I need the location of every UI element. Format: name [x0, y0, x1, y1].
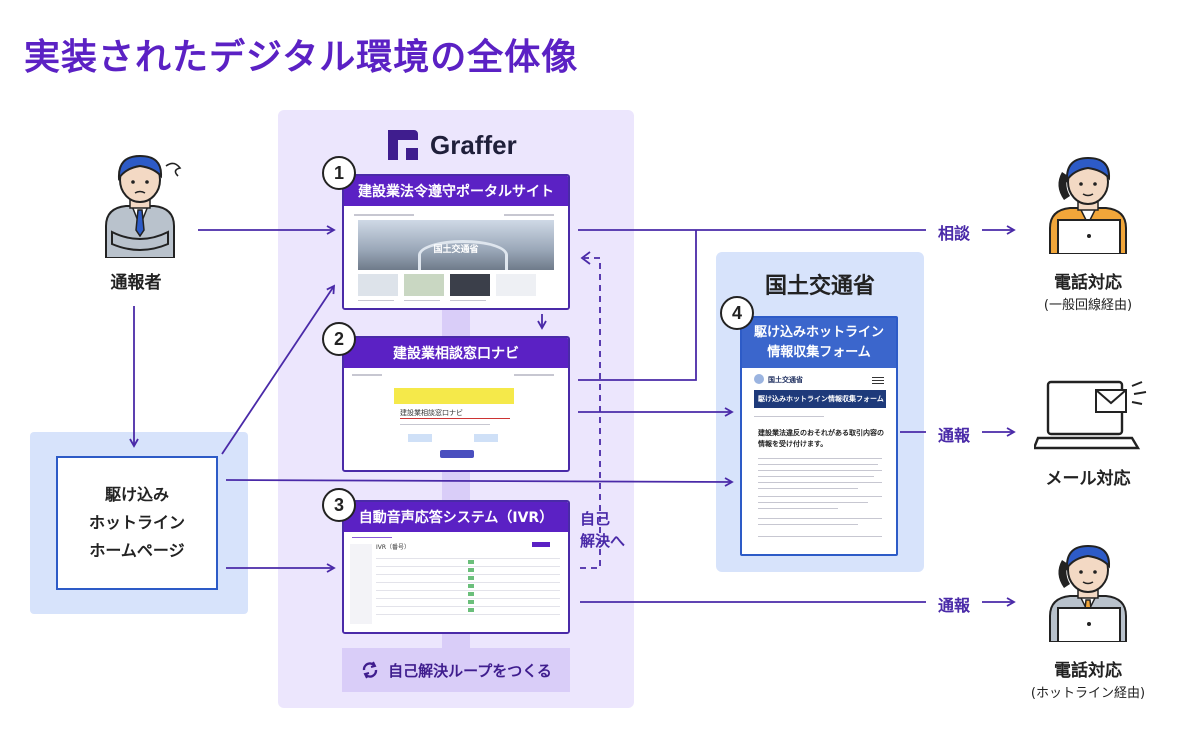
homepage-label-line: ホームページ: [89, 541, 185, 560]
mlit-form-title: 駆け込みホットライン 情報収集フォーム: [742, 318, 896, 368]
loop-label: 自己解決ループをつくる: [388, 661, 552, 680]
system-1-screen-title: 国土交通省: [433, 245, 479, 255]
mlit-form-title-line: 駆け込みホットライン: [753, 325, 884, 340]
system-1-title: 建設業法令遵守ポータルサイト: [344, 176, 568, 206]
flow-label-report-mail: 通報: [938, 426, 971, 445]
channel-2-label: メール対応: [1045, 469, 1131, 489]
system-1-card: 建設業法令遵守ポータルサイト 国土交通省: [342, 174, 570, 310]
system-3-card: 自動音声応答システム（IVR） IVR（番号）: [342, 500, 570, 634]
system-2-title: 建設業相談窓口ナビ: [344, 338, 568, 368]
system-3-screenshot: IVR（番号）: [344, 532, 568, 632]
system-3-number: 3: [322, 488, 356, 522]
mlit-title: 国土交通省: [764, 274, 875, 299]
system-2-card: 建設業相談窓口ナビ 建設業相談窓口ナビ: [342, 336, 570, 472]
flow-label-report-phone: 通報: [938, 596, 971, 615]
mlit-form-title-line: 情報収集フォーム: [767, 345, 871, 360]
loop-icon: [362, 661, 378, 679]
reporter-label: 通報者: [110, 273, 162, 293]
system-2-number: 2: [322, 322, 356, 356]
system-connector: [442, 310, 470, 340]
system-2-screenshot: 建設業相談窓口ナビ: [344, 368, 568, 470]
system-connector: [442, 632, 470, 650]
mlit-form-screenshot: 国土交通省 駆け込みホットライン情報収集フォーム 建設業法違反のおそれがある取引…: [742, 368, 896, 554]
channel-1-sub: (一般回線経由): [1043, 298, 1133, 313]
hotline-operator-icon: [1049, 544, 1127, 642]
channel-3-sub: (ホットライン経由): [1030, 686, 1146, 701]
phone-operator-icon: [1049, 156, 1127, 254]
hero-image: 国土交通省: [358, 220, 554, 270]
system-3-screen-title: IVR（番号）: [376, 544, 411, 551]
graffer-name: Graffer: [430, 129, 517, 160]
mlit-form-heading: 建設業法違反のおそれがある取引内容の情報を受け付けます。: [758, 429, 884, 448]
self-resolve-label: 自己 解決へ: [580, 508, 625, 552]
channel-3-label: 電話対応: [1054, 661, 1122, 681]
graffer-logo-icon: [388, 130, 418, 160]
system-1-number: 1: [322, 156, 356, 190]
page-title: 実装されたデジタル環境の全体像: [24, 37, 579, 78]
flow-label-consult: 相談: [938, 224, 971, 243]
self-resolve-label-line: 解決へ: [580, 532, 626, 550]
homepage-label-line: ホットライン: [88, 513, 185, 532]
homepage-label-line: 駆け込み: [104, 485, 169, 504]
self-resolve-label-line: 自己: [580, 510, 611, 528]
laptop-mail-icon: [1034, 380, 1147, 450]
mlit-form-card: 駆け込みホットライン 情報収集フォーム 国土交通省 駆け込みホットライン情報収集…: [740, 316, 898, 556]
mlit-form-banner: 駆け込みホットライン情報収集フォーム: [754, 390, 886, 408]
system-3-title: 自動音声応答システム（IVR）: [344, 502, 568, 532]
homepage-card: 駆け込み ホットライン ホームページ: [56, 456, 218, 590]
system-2-screen-title: 建設業相談窓口ナビ: [400, 409, 463, 417]
channel-1-label: 電話対応: [1054, 273, 1122, 293]
mlit-form-header: 国土交通省: [768, 376, 803, 384]
system-4-number: 4: [720, 296, 754, 330]
reporter-icon: [105, 154, 182, 258]
system-connector: [442, 470, 470, 504]
self-resolve-loop: 自己解決ループをつくる: [342, 648, 570, 692]
graffer-brand: Graffer: [388, 128, 517, 162]
system-1-screenshot: 国土交通省: [344, 206, 568, 308]
